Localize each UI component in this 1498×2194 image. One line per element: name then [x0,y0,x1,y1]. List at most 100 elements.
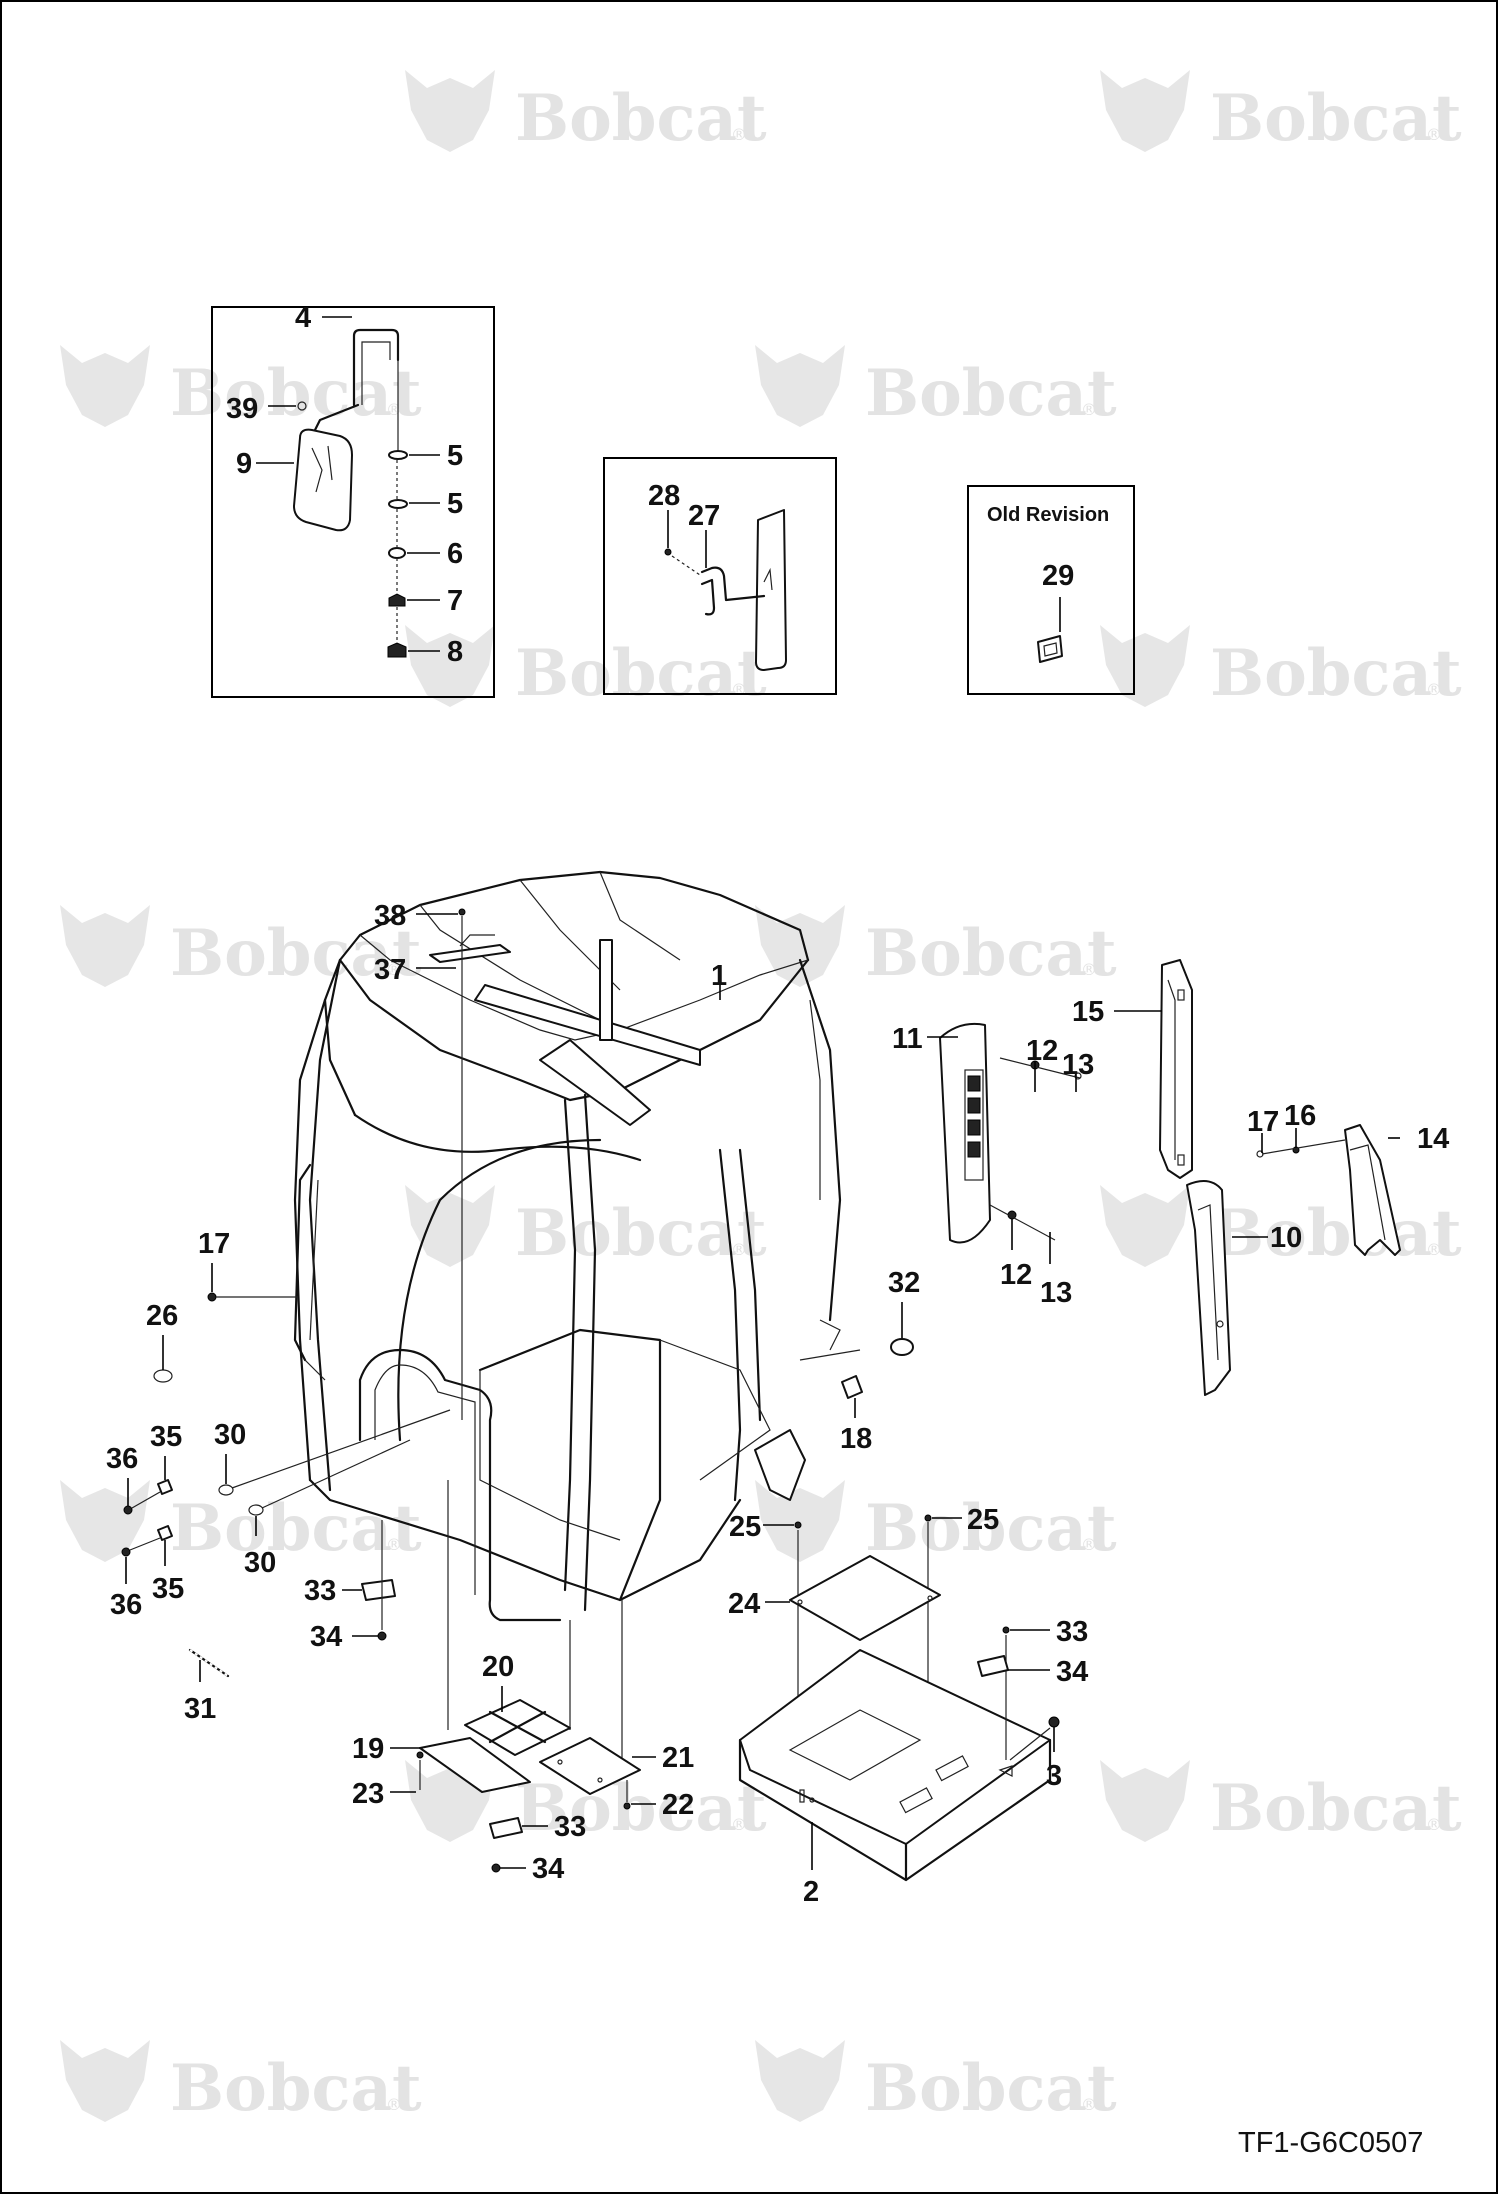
bobcat-watermark: Bobcat ® [60,905,422,991]
callout-10: 10 [1270,1222,1302,1254]
callout-21: 21 [662,1742,694,1774]
bolt-38 [458,908,466,916]
callout-5: 5 [447,440,463,472]
mirror-arm [352,328,400,407]
callout-22: 22 [662,1789,694,1821]
callout-34: 34 [532,1853,564,1885]
plate-24 [789,1555,941,1641]
watermark-brand: Bobcat [1210,1196,1462,1271]
callout-16: 16 [1284,1100,1316,1132]
watermark-brand: Bobcat [515,81,767,156]
callout-17: 17 [198,1228,230,1260]
screw-34c [491,1863,501,1873]
screw-36a [123,1505,133,1515]
lock-washer-6 [388,547,406,559]
bobcat-watermark: Bobcat ® [1100,625,1462,711]
bobcat-logo-icon [405,70,495,152]
grommet-26 [153,1369,173,1383]
inset-handle-frame [603,457,837,695]
box-2-top [739,1649,1051,1845]
inset-grab-handle: 28 27 [603,457,837,695]
callout-3: 3 [1046,1760,1062,1792]
watermark-brand: Bobcat [170,1491,422,1566]
watermark-reg: ® [1426,1240,1442,1259]
callout-34: 34 [310,1621,342,1653]
callout-6: 6 [447,538,463,570]
callout-31: 31 [184,1693,216,1725]
screw-23 [416,1751,424,1759]
inset-mirror-assembly: 4 39 9 5 5 6 7 8 [211,302,495,698]
callout-leaders [125,913,1400,1870]
watermark-reg: ® [1426,680,1442,699]
callout-25: 25 [967,1504,999,1536]
screw-34a [377,1631,387,1641]
watermark-reg: ® [386,2095,402,2114]
plate-37 [429,944,511,963]
watermark-reg: ® [386,400,402,419]
watermark-brand: Bobcat [865,356,1117,431]
callout-9: 9 [236,448,252,480]
callout-35: 35 [152,1573,184,1605]
watermark-reg: ® [731,1240,747,1259]
watermark-reg: ® [1081,960,1097,979]
watermark-brand: Bobcat [865,916,1117,991]
watermark-reg: ® [1426,1815,1442,1834]
screw-36b [121,1547,131,1557]
pillar-trims [939,959,1401,1396]
trim-14 [1344,1124,1401,1256]
washer-5a [388,450,408,460]
callout-13: 13 [1062,1049,1094,1081]
callout-11: 11 [892,1023,923,1055]
bobcat-logo-icon [405,625,495,707]
part-29 [1037,635,1063,663]
inset-mirror-frame [211,306,495,698]
old-revision-title: Old Revision [987,504,1109,526]
bobcat-watermark: Bobcat ® [755,905,1117,991]
callout-12: 12 [1000,1259,1032,1291]
screw-22 [623,1802,631,1810]
callout-30: 30 [214,1419,246,1451]
floor-box-assembly [738,1514,1060,1882]
bobcat-logo-icon [1100,1185,1190,1267]
bobcat-logo-icon [755,905,845,987]
bobcat-watermark: Bobcat ® [1100,1185,1462,1271]
callout-2: 2 [803,1876,819,1908]
cab-floor [308,1478,742,1602]
callout-5: 5 [447,488,463,520]
bobcat-logo-icon [60,2040,150,2122]
callout-18: 18 [840,1423,872,1455]
cab-front-step [358,1348,562,1622]
watermark-reg: ® [1081,1535,1097,1554]
bobcat-watermark: Bobcat ® [405,1760,767,1846]
document-id: TF1-G6C0507 [1238,2127,1423,2159]
watermark-brand: Bobcat [170,916,422,991]
callout-36: 36 [106,1443,138,1475]
pillar-section [755,509,787,671]
inset-old-revision: Old Revision 29 [967,485,1135,695]
callout-36: 36 [110,1589,142,1621]
callout-7: 7 [447,585,463,617]
bobcat-watermark: Bobcat ® [405,1185,767,1271]
screw-34b [1002,1626,1010,1634]
clip-35a [157,1479,173,1495]
bobcat-logo-icon [1100,625,1190,707]
watermark-layer: Bobcat ® Bobcat ® Bobcat ® Bobcat ® Bobc… [60,70,1462,2126]
bolt-17 [207,1292,217,1302]
cab-front-right-post [718,1148,742,1502]
cab-front-left-post [563,1098,577,1592]
cab-roof-front [338,958,810,1102]
callout-32: 32 [888,1267,920,1299]
watermark-reg: ® [1081,2095,1097,2114]
callout-34: 34 [1056,1656,1088,1688]
screw-25b [924,1514,932,1522]
bobcat-logo-icon [1100,70,1190,152]
bobcat-logo-icon [755,2040,845,2122]
callout-13: 13 [1040,1277,1072,1309]
callout-14: 14 [1417,1123,1449,1155]
watermark-reg: ® [386,1535,402,1554]
callout-33: 33 [554,1811,586,1843]
callout-25: 25 [729,1511,761,1543]
callout-labels: 38 37 1 15 12 13 11 17 16 14 10 12 13 17… [106,900,1449,1908]
